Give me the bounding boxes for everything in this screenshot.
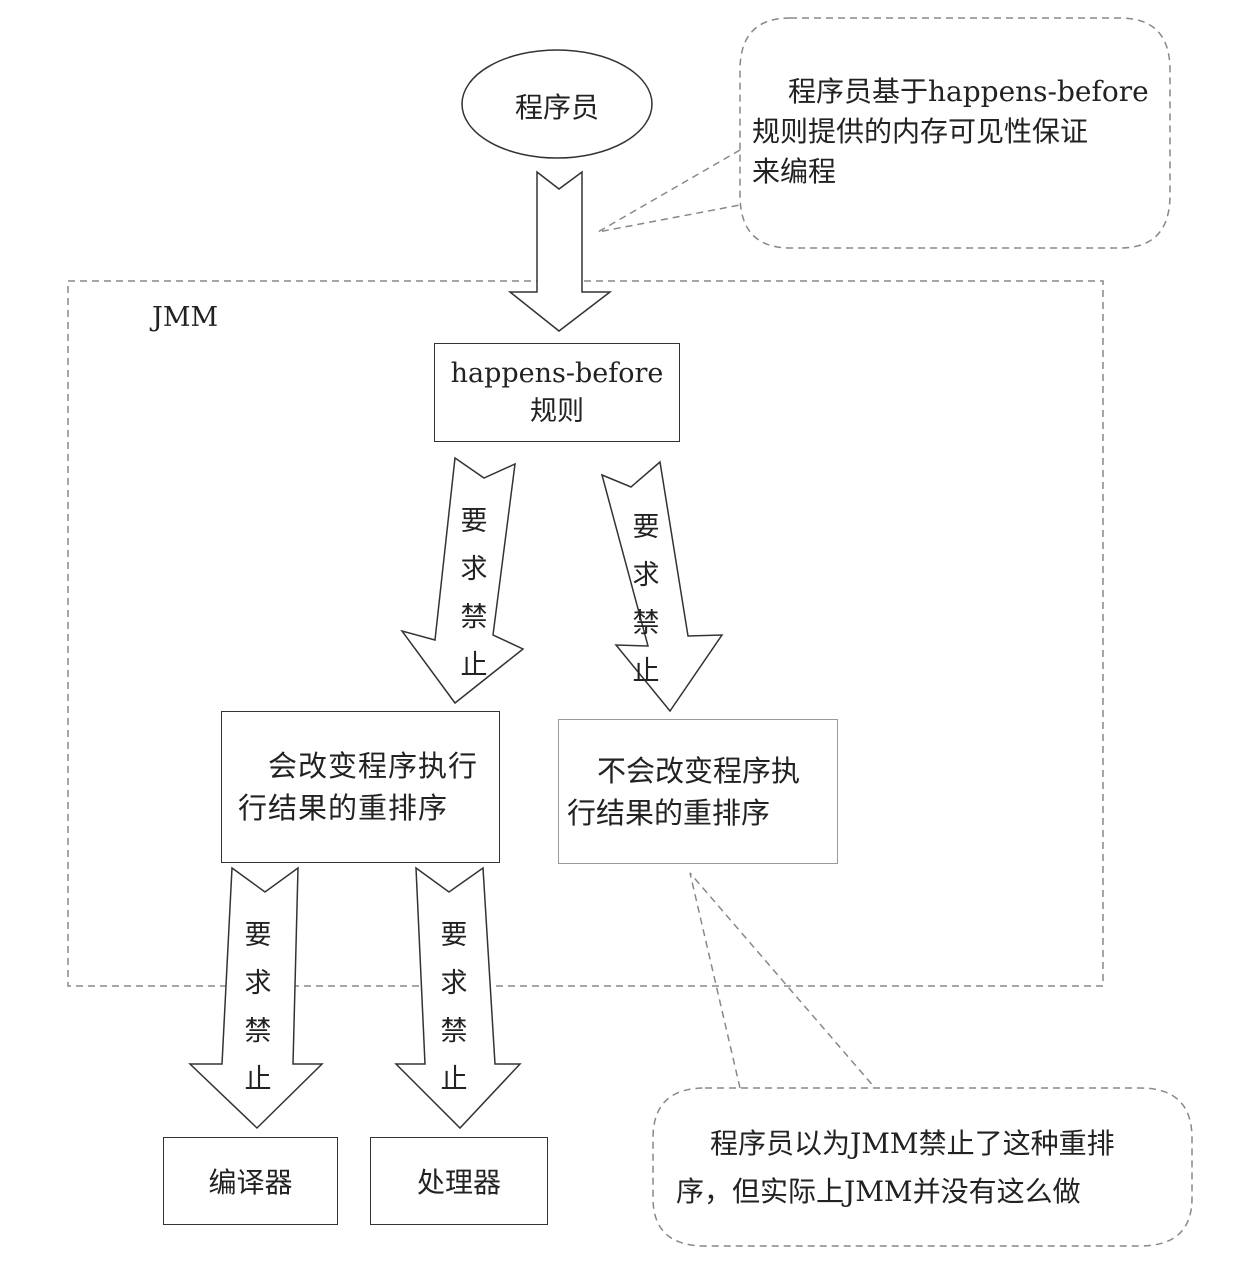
rule-line-2: 规则 [529, 395, 584, 427]
jmm-label: JMM [152, 302, 219, 333]
bottom-note-bubble [652, 1087, 1193, 1247]
char: 禁 [460, 602, 488, 633]
char: 禁 [440, 1016, 468, 1047]
compiler-box: 编译器 [163, 1137, 338, 1225]
arrow-label-changing-to-compiler: 要 求 禁 止 [238, 912, 278, 1104]
top-note-pointer [597, 149, 741, 233]
changing-reorder-box: 会改变程序执行 行结果的重排序 [221, 711, 500, 863]
top-note-line-2: 规则提供的内存可见性保证 [752, 115, 1089, 148]
char: 止 [440, 1064, 468, 1095]
char: 要 [440, 920, 468, 951]
processor-label: 处理器 [416, 1166, 501, 1199]
programmer-label: 程序员 [514, 91, 599, 124]
arrow-changing-to-compiler [188, 866, 324, 1130]
processor-box: 处理器 [370, 1137, 548, 1225]
char: 禁 [244, 1016, 272, 1047]
arrow-label-changing-to-processor: 要 求 禁 止 [434, 912, 474, 1104]
char: 要 [632, 512, 660, 543]
char: 止 [460, 650, 488, 681]
top-note-line-1: 程序员基于happens-before [788, 75, 1149, 108]
top-note-text: 程序员基于happens-before 规则提供的内存可见性保证 来编程 [752, 72, 1162, 192]
arrow-changing-to-processor [394, 866, 522, 1130]
arrow-label-rule-to-changing: 要 求 禁 止 [454, 498, 494, 690]
char: 止 [244, 1064, 272, 1095]
char: 要 [244, 920, 272, 951]
arrow-label-rule-to-nonchanging: 要 求 禁 止 [626, 504, 666, 696]
char: 求 [244, 968, 272, 999]
char: 求 [440, 968, 468, 999]
arrow-programmer-to-rule [507, 170, 613, 332]
nonchanging-line-1: 不会改变程序执 [597, 753, 801, 788]
top-note-bubble [739, 17, 1171, 249]
changing-line-1: 会改变程序执行 [268, 749, 479, 783]
top-note-line-3: 来编程 [752, 155, 837, 188]
rule-line-1: happens-before [450, 357, 664, 389]
char: 求 [632, 560, 660, 591]
bottom-note-text: 程序员以为JMM禁止了这种重排 序，但实际上JMM并没有这么做 [676, 1120, 1186, 1216]
nonchanging-line-2: 行结果的重排序 [567, 795, 771, 830]
char: 禁 [632, 608, 660, 639]
programmer-ellipse [461, 49, 653, 159]
nonchanging-reorder-box: 不会改变程序执 行结果的重排序 [558, 719, 838, 864]
jmm-frame [67, 280, 1104, 987]
arrow-rule-to-changing [400, 456, 525, 705]
bottom-note-line-1: 程序员以为JMM禁止了这种重排 [710, 1127, 1115, 1160]
compiler-label: 编译器 [208, 1166, 293, 1199]
changing-line-2: 行结果的重排序 [238, 791, 449, 825]
bottom-note-pointer [689, 872, 876, 1089]
happens-before-rule-box: happens-before 规则 [434, 343, 680, 442]
arrow-rule-to-nonchanging [600, 460, 724, 713]
char: 止 [632, 656, 660, 687]
bottom-note-line-2: 序，但实际上JMM并没有这么做 [676, 1175, 1081, 1208]
char: 要 [460, 506, 488, 537]
char: 求 [460, 554, 488, 585]
